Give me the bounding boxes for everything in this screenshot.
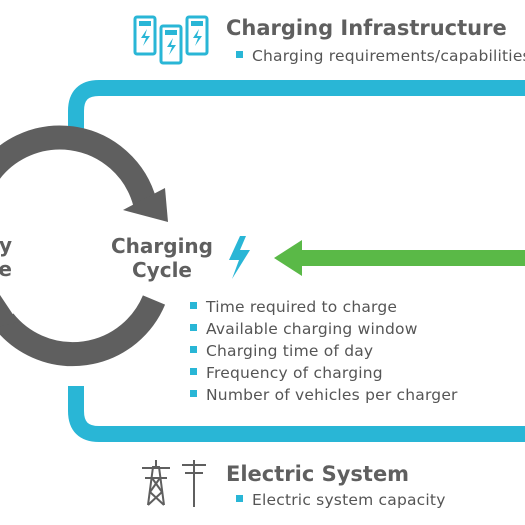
factor-text: Number of vehicles per charger [206,386,458,404]
factor-text: Charging time of day [206,342,374,360]
factor-item: Number of vehicles per charger [190,386,458,404]
cycle-arc-bottom [0,295,166,367]
factor-text: Time required to charge [206,298,398,316]
green-arrow [274,240,525,276]
left-cycle-label-line1: y [0,233,12,257]
bullet-square [190,368,197,375]
electric-system-title: Electric System [226,462,410,486]
bullet-square [190,346,197,353]
ev-charger-icon [133,15,209,65]
cycle-arrowhead-top [123,188,168,222]
left-cycle-label-line2: e [0,257,12,281]
charging-cycle-label: Charging Cycle [106,234,218,282]
bullet-square [190,390,197,397]
bullet-square [190,302,197,309]
factor-item: Time required to charge [190,298,397,316]
bottom-connector-line [68,386,525,442]
factor-text: Frequency of charging [206,364,383,382]
factor-item: Available charging window [190,320,418,338]
charging-infrastructure-item: Charging requirements/capabilities [236,47,525,65]
factor-item: Charging time of day [190,342,373,360]
charging-cycle-line2: Cycle [132,258,192,282]
cycle-arrowhead-bottom [0,295,18,327]
cycle-arc-top [0,125,157,207]
bullet-square [236,51,243,58]
factor-item: Frequency of charging [190,364,383,382]
bullet-square [190,324,197,331]
top-connector-line [68,80,525,137]
electric-system-item: Electric system capacity [236,491,446,509]
lightning-bolt-icon [229,236,250,279]
left-cycle-label: y e [0,233,12,281]
charging-requirements-text: Charging requirements/capabilities [252,47,525,65]
factor-text: Available charging window [206,320,418,338]
electric-system-capacity-text: Electric system capacity [252,491,446,509]
power-tower-icon [142,460,206,507]
charging-cycle-line1: Charging [110,234,213,258]
bullet-square [236,495,243,502]
charging-infrastructure-title: Charging Infrastructure [226,16,507,40]
